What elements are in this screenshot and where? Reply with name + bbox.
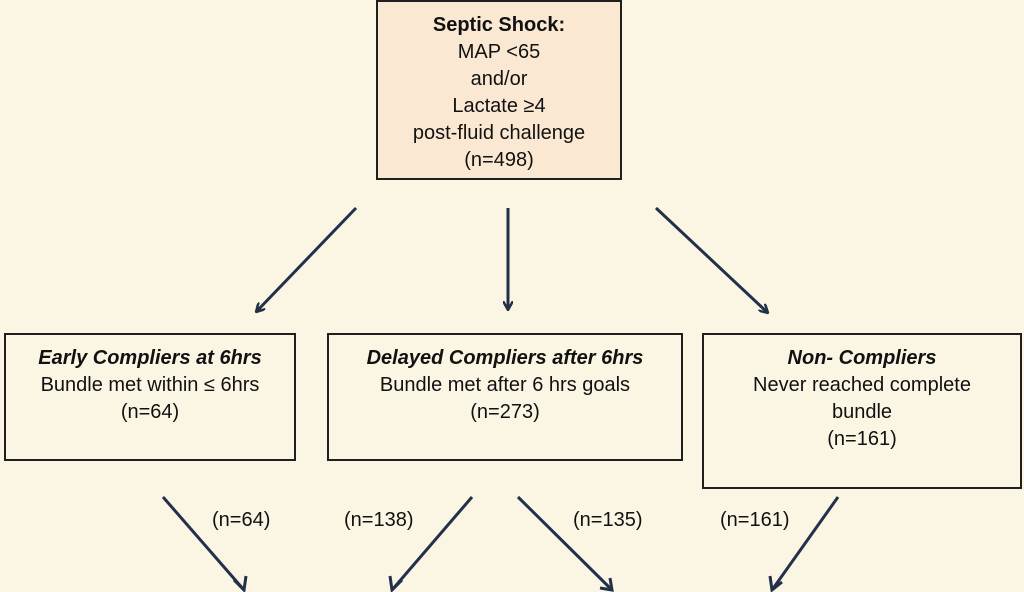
flow-label-delayed-right: (n=135) [573, 509, 643, 531]
non-compliers-box: Non- Compliers Never reached complete bu… [702, 333, 1022, 489]
arrow-to-early-compliers [256, 206, 358, 312]
septic-shock-count: (n=498) [464, 149, 534, 171]
delayed-compliers-count: (n=273) [470, 401, 540, 423]
delayed-compliers-description: Bundle met after 6 hrs goals [379, 374, 631, 396]
arrow-early-down [161, 496, 246, 591]
flow-label-early: (n=64) [212, 509, 271, 531]
septic-shock-criterion-context: post-fluid challenge [412, 122, 586, 144]
arrowhead-early-down [232, 575, 248, 592]
arrow-to-non-compliers [654, 206, 768, 313]
septic-shock-criterion-connector: and/or [470, 68, 528, 90]
non-compliers-count: (n=161) [827, 428, 897, 450]
arrowhead-delayed-right-down [599, 577, 614, 592]
non-compliers-description-line2: bundle [831, 401, 893, 423]
early-compliers-box: Early Compliers at 6hrs Bundle met withi… [4, 333, 296, 461]
septic-shock-criterion-lactate: Lactate ≥4 [452, 95, 546, 117]
flow-label-delayed-left: (n=138) [344, 509, 414, 531]
early-compliers-description: Bundle met within ≤ 6hrs [40, 374, 260, 396]
septic-shock-title: Septic Shock: [432, 14, 566, 36]
septic-shock-box: Septic Shock: MAP <65 and/or Lactate ≥4 … [376, 0, 622, 180]
early-compliers-count: (n=64) [120, 401, 180, 423]
arrow-delayed-left-down [390, 496, 474, 591]
arrowhead-non-down [768, 575, 783, 592]
arrow-delayed-right-down [516, 495, 614, 592]
delayed-compliers-title: Delayed Compliers after 6hrs [366, 347, 644, 369]
non-compliers-description-line1: Never reached complete [753, 374, 971, 396]
arrowhead-delayed-left-down [388, 575, 404, 592]
early-compliers-title: Early Compliers at 6hrs [38, 347, 262, 369]
septic-shock-criterion-map: MAP <65 [457, 41, 541, 63]
flow-label-non: (n=161) [720, 509, 790, 531]
non-compliers-title: Non- Compliers [787, 347, 937, 369]
arrow-non-down [770, 496, 840, 591]
delayed-compliers-box: Delayed Compliers after 6hrs Bundle met … [327, 333, 683, 461]
